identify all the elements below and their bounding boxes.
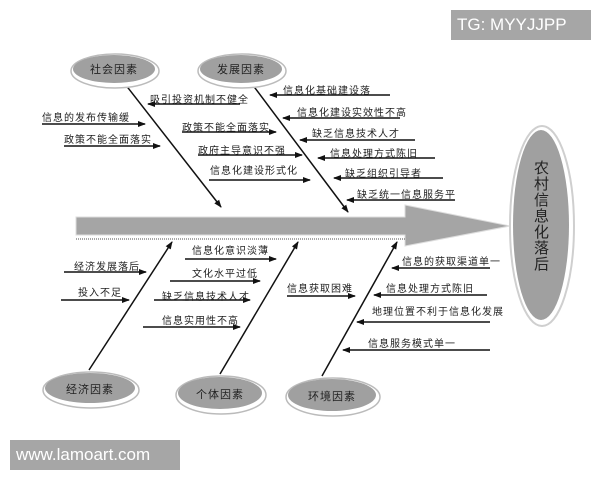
cause-label: 缺乏信息技术人才	[312, 129, 400, 140]
cause-label: 信息化建设实效性不高	[297, 108, 407, 119]
cause-label: 缺乏组织引导者	[345, 169, 422, 180]
cause-label: 信息化意识淡薄	[192, 246, 269, 257]
cause-label: 经济发展落后	[74, 262, 140, 273]
cause-label: 地理位置不利于信息化发展	[372, 307, 504, 318]
cause-label: 信息处理方式陈旧	[386, 284, 474, 295]
cause-label: 信息获取困难	[287, 284, 353, 295]
bone-environment	[321, 241, 398, 377]
cause-label: 政府主导意识不强	[198, 146, 286, 157]
cause-label: 信息服务模式单一	[368, 339, 456, 350]
ellipse-social	[70, 53, 160, 89]
spine-arrow	[75, 204, 511, 247]
cause-label: 政策不能全面落实	[182, 123, 270, 134]
category-label-economic: 经济因素	[66, 383, 114, 396]
cause-label: 投入不足	[78, 288, 122, 299]
category-label-development: 发展因素	[217, 63, 265, 76]
effect-ellipse	[509, 125, 575, 327]
ellipse-economic	[42, 371, 140, 409]
cause-label: 缺乏统一信息服务平	[357, 190, 456, 201]
cause-label: 信息实用性不高	[162, 316, 239, 327]
cause-label: 文化水平过低	[192, 269, 258, 280]
cause-label: 缺乏信息技术人才	[162, 292, 250, 303]
ellipse-individual	[175, 375, 267, 415]
cause-label: 政策不能全面落实	[64, 135, 152, 146]
category-label-social: 社会因素	[90, 63, 138, 76]
bone-economic	[88, 241, 173, 371]
bone-social	[124, 83, 222, 208]
ellipse-development	[197, 53, 287, 89]
cause-label: 信息化基础建设落	[283, 86, 371, 97]
effect-label: 农村信息化落后	[532, 160, 550, 272]
cause-label: 信息的获取渠道单一	[402, 257, 501, 268]
bone-individual	[219, 241, 299, 375]
cause-label: 信息处理方式陈旧	[330, 149, 418, 160]
cause-label: 信息的发布传输缓	[42, 113, 130, 124]
bone-development	[251, 83, 349, 213]
category-label-individual: 个体因素	[196, 388, 244, 401]
category-label-environment: 环境因素	[308, 390, 356, 403]
cause-label: 吸引投资机制不健全	[150, 95, 249, 106]
watermark-bottom: www.lamoart.com	[10, 440, 180, 470]
watermark-top: TG: MYYJJPP	[451, 10, 591, 40]
ellipse-environment	[285, 377, 381, 417]
cause-label: 信息化建设形式化	[210, 166, 298, 177]
